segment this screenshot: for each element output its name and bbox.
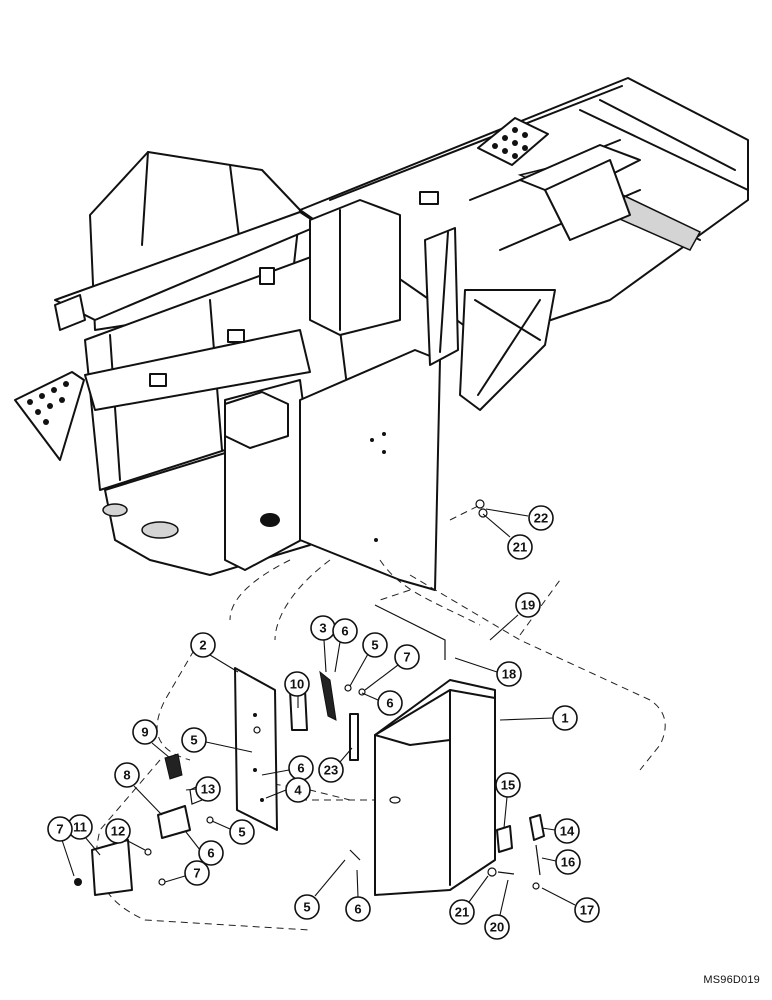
svg-text:8: 8 <box>123 768 130 783</box>
callout-5: 5 <box>211 819 255 845</box>
callout-21: 21 <box>449 875 489 925</box>
callout-23: 23 <box>318 747 353 783</box>
svg-text:20: 20 <box>490 920 504 935</box>
callout-10: 10 <box>284 671 310 708</box>
svg-text:6: 6 <box>297 761 304 776</box>
svg-text:5: 5 <box>303 900 310 915</box>
svg-text:15: 15 <box>501 778 515 793</box>
callout-5: 5 <box>294 859 346 920</box>
svg-text:23: 23 <box>324 763 338 778</box>
callout-9: 9 <box>132 719 171 759</box>
callout-5: 5 <box>181 727 253 753</box>
callout-3: 3 <box>310 615 336 673</box>
svg-text:21: 21 <box>455 905 469 920</box>
callout-21: 21 <box>482 513 533 560</box>
svg-text:22: 22 <box>534 511 548 526</box>
callout-17: 17 <box>541 887 600 923</box>
side-plate-part <box>234 667 278 831</box>
svg-text:7: 7 <box>56 822 63 837</box>
svg-text:5: 5 <box>371 638 378 653</box>
callout-11: 11 <box>67 814 101 856</box>
svg-text:19: 19 <box>521 598 535 613</box>
callout-6: 6 <box>361 690 403 716</box>
callout-19: 19 <box>489 592 541 641</box>
callout-18: 18 <box>454 657 522 687</box>
callout-6: 6 <box>332 618 358 673</box>
svg-text:5: 5 <box>190 733 197 748</box>
main-frame <box>14 77 749 591</box>
callout-2: 2 <box>190 632 239 673</box>
svg-text:10: 10 <box>290 677 304 692</box>
cover-box-part <box>374 679 496 896</box>
svg-text:6: 6 <box>386 696 393 711</box>
svg-text:5: 5 <box>238 825 245 840</box>
callout-6: 6 <box>185 831 224 866</box>
svg-text:21: 21 <box>513 540 527 555</box>
callout-7: 7 <box>47 816 75 877</box>
callout-1: 1 <box>499 705 578 731</box>
callout-5: 5 <box>349 632 388 687</box>
svg-text:7: 7 <box>403 650 410 665</box>
svg-text:11: 11 <box>73 820 87 835</box>
rear-step-holes <box>492 127 528 159</box>
svg-text:18: 18 <box>502 667 516 682</box>
callout-13: 13 <box>185 776 221 802</box>
svg-text:16: 16 <box>561 855 575 870</box>
svg-text:14: 14 <box>560 824 575 839</box>
svg-text:6: 6 <box>341 624 348 639</box>
callout-6: 6 <box>345 869 371 922</box>
front-step-holes <box>27 381 69 425</box>
svg-text:12: 12 <box>111 824 125 839</box>
callouts: 22 21 19 18 2 3 6 <box>47 505 600 940</box>
callout-4: 4 <box>265 777 311 803</box>
figure-code: MS96D019 <box>703 974 760 986</box>
callout-7: 7 <box>364 644 420 691</box>
callout-8: 8 <box>114 762 163 816</box>
svg-text:13: 13 <box>201 782 215 797</box>
callout-20: 20 <box>484 879 510 940</box>
svg-text:7: 7 <box>193 866 200 881</box>
svg-text:3: 3 <box>319 621 326 636</box>
svg-text:1: 1 <box>561 711 568 726</box>
callout-16: 16 <box>541 849 581 875</box>
svg-text:9: 9 <box>141 725 148 740</box>
svg-text:6: 6 <box>354 902 361 917</box>
svg-text:6: 6 <box>207 846 214 861</box>
callout-7: 7 <box>164 860 210 886</box>
callout-15: 15 <box>495 772 521 829</box>
svg-text:17: 17 <box>580 903 594 918</box>
callout-14: 14 <box>541 818 580 844</box>
callout-12: 12 <box>105 818 146 851</box>
callout-22: 22 <box>485 505 554 531</box>
svg-text:2: 2 <box>199 638 206 653</box>
svg-text:4: 4 <box>294 783 302 798</box>
